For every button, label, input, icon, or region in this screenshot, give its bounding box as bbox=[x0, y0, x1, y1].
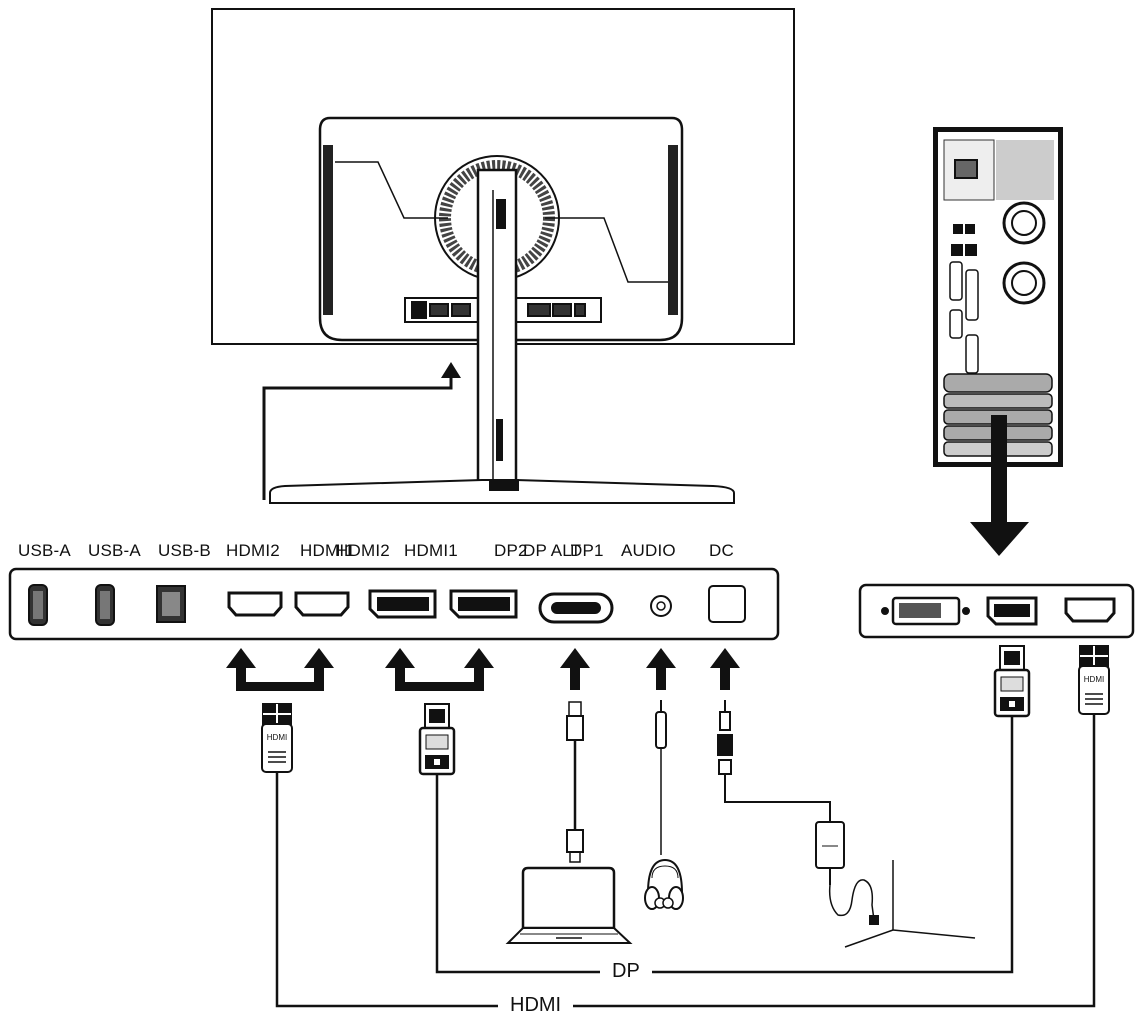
monitor-rear-view bbox=[211, 8, 795, 504]
usb-a-port-2 bbox=[95, 584, 115, 626]
dvi-port bbox=[881, 596, 970, 626]
hdmi-plug-pc: HDMI bbox=[1078, 645, 1110, 715]
dp-cable bbox=[435, 716, 1014, 974]
pc-tower bbox=[933, 127, 1063, 467]
dc-arrow bbox=[710, 648, 740, 690]
usb-a-port-1 bbox=[28, 584, 48, 626]
usb-a-1-label: USB-A bbox=[18, 541, 71, 560]
pc-dp-port bbox=[986, 596, 1038, 626]
hdmi2-port bbox=[227, 591, 283, 617]
usb-b-label: USB-B bbox=[158, 541, 211, 560]
hdmi-plug-monitor-text: HDMI bbox=[267, 733, 287, 742]
hdmi-cable bbox=[275, 714, 1096, 1008]
hdmi-split-arrow bbox=[226, 648, 334, 691]
dp-cable-label: DP bbox=[600, 960, 652, 983]
monitor-connect-arrow bbox=[262, 362, 461, 500]
hdmi-plug-monitor: HDMI bbox=[261, 703, 293, 773]
pc-graphics-panel bbox=[858, 583, 1135, 639]
dp-plug-pc bbox=[993, 645, 1031, 718]
audio-arrow bbox=[646, 648, 676, 690]
dp-alt-label: DP ALT bbox=[523, 541, 582, 560]
dc-label: DC bbox=[709, 541, 734, 560]
audio-jack bbox=[650, 595, 672, 617]
pc-down-arrow bbox=[970, 415, 1029, 556]
dp2-port bbox=[368, 589, 437, 619]
dp1-port bbox=[449, 589, 518, 619]
dc-power-port bbox=[708, 585, 746, 623]
hdmi2-label: HDMI2 bbox=[226, 541, 280, 560]
dp-split-arrow bbox=[385, 648, 494, 691]
hdmi-cable-label: HDMI bbox=[498, 994, 574, 1017]
usb-c-dp-alt-port bbox=[538, 592, 614, 624]
dc-cable bbox=[724, 774, 831, 822]
dc-plug bbox=[717, 700, 733, 775]
power-adapter bbox=[815, 821, 879, 925]
usb-a-2-label: USB-A bbox=[88, 541, 141, 560]
pc-fan bbox=[1002, 201, 1046, 305]
audio-label: AUDIO bbox=[621, 541, 676, 560]
hdmi1-label: HDMI1 bbox=[300, 541, 354, 560]
laptop bbox=[505, 866, 633, 944]
power-outlet-wall bbox=[844, 860, 976, 948]
dp1-hdmi1-label: HDMI1 bbox=[404, 541, 458, 560]
dp2-hdmi2-label: HDMI2 bbox=[336, 541, 390, 560]
dp2-label: DP2 bbox=[494, 541, 528, 560]
hdmi1-port bbox=[294, 591, 350, 617]
usb-b-port bbox=[156, 585, 186, 623]
pc-hdmi-port bbox=[1064, 597, 1116, 623]
hdmi-plug-pc-text: HDMI bbox=[1084, 675, 1104, 684]
monitor-io-panel bbox=[8, 567, 780, 641]
dp1-label: DP1 bbox=[570, 541, 604, 560]
dp-plug-monitor bbox=[418, 703, 456, 776]
audio-plug bbox=[655, 700, 667, 749]
monitor-stand bbox=[269, 168, 735, 504]
headphones bbox=[644, 858, 684, 910]
usb-c-arrow bbox=[560, 648, 590, 690]
